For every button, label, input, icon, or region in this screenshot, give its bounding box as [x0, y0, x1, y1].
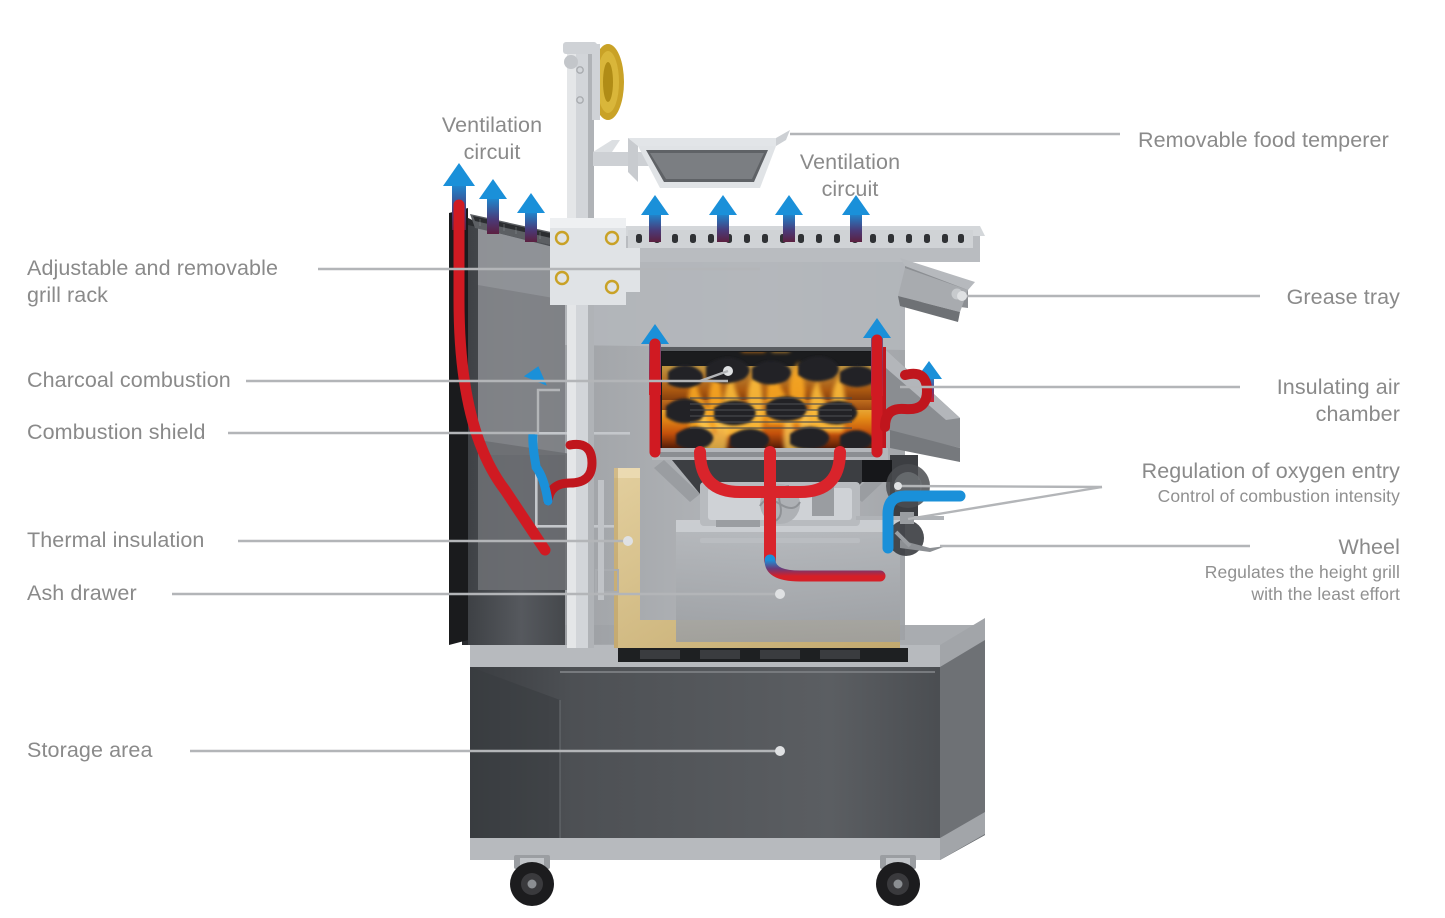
lift-adjust-wheel — [592, 44, 624, 120]
removable-food-temperer — [628, 130, 790, 188]
grease-tray — [898, 268, 968, 322]
leader-ash-drawer — [172, 589, 785, 599]
label-group-regulation-oxygen-entry: Regulation of oxygen entry Control of co… — [1080, 458, 1400, 507]
label-wheel-sub: Regulates the height grill with the leas… — [1204, 562, 1400, 604]
lift-column — [550, 42, 655, 648]
leader-grease-tray — [957, 291, 1260, 301]
leader-lines — [172, 132, 1260, 756]
leader-regulation-oxygen-entry — [894, 482, 1103, 521]
hot-to-cool-transition — [764, 554, 886, 582]
hot-air-flow-path — [453, 199, 883, 556]
leader-combustion-shield — [228, 388, 560, 435]
insulating-chamber-circulation — [880, 368, 933, 432]
leader-charcoal-combustion — [246, 366, 733, 383]
hot-air-manifold — [694, 446, 846, 566]
leader-thermal-insulation — [238, 536, 633, 546]
caster-wheel-left — [510, 855, 554, 906]
rack-carriage-bracket — [550, 218, 640, 305]
leader-storage-area — [190, 746, 785, 756]
grill-body — [443, 42, 985, 906]
caster-wheel-right — [876, 855, 920, 906]
charcoal-combustion-box — [652, 347, 898, 502]
cool-air-intake-path — [882, 490, 966, 554]
label-regulation-oxygen-entry-sub: Control of combustion intensity — [1157, 486, 1400, 506]
label-regulation-oxygen-entry: Regulation of oxygen entry — [1141, 459, 1400, 483]
label-wheel: Wheel — [1338, 535, 1400, 559]
label-group-wheel: Wheel Regulates the height grill with th… — [1080, 534, 1400, 605]
